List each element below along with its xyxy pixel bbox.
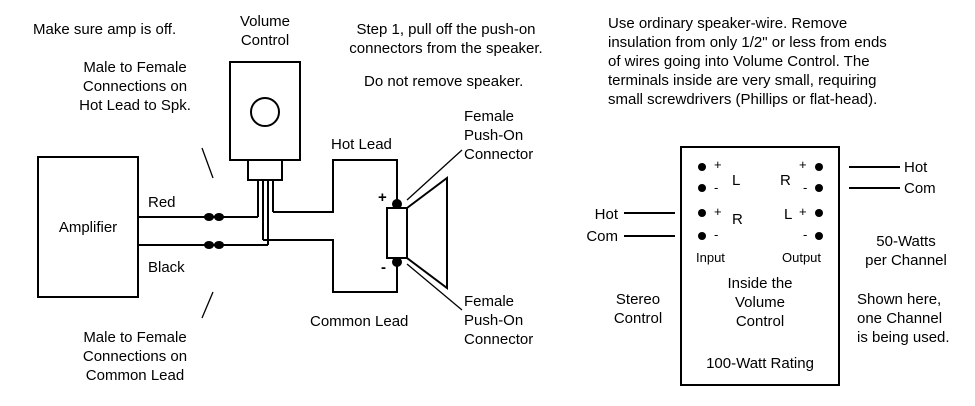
female-connector-bottom-label: Female Push-On Connector: [464, 293, 534, 348]
input-channel-L-label: L: [732, 172, 741, 189]
step1-note: Step 1, pull off the push-on connectors …: [349, 21, 543, 57]
amplifier-box: [37, 156, 139, 298]
output-R-minus-terminal: [815, 184, 823, 192]
speaker-terminal-minus: [392, 257, 402, 267]
hot-lead-wire: [273, 159, 398, 213]
speaker-terminal-plus: [392, 199, 402, 209]
callout-female-bottom: [406, 263, 463, 311]
speaker-minus-sign: -: [381, 259, 386, 276]
callout-common-connection: [201, 291, 214, 319]
male-female-hot-note: Male to Female Connections on Hot Lead t…: [79, 59, 191, 114]
input-R-minus-terminal: [698, 232, 706, 240]
male-female-common-note: Male to Female Connections on Common Lea…: [82, 329, 188, 384]
callout-female-top: [406, 149, 463, 201]
input-L-plus-sign: +: [714, 157, 722, 172]
watts-per-channel-note: 50-Watts per Channel: [865, 233, 947, 269]
output-label: Output: [782, 250, 822, 265]
output-hot-label: Hot: [904, 159, 928, 176]
hot-lead-label: Hot Lead: [331, 136, 392, 153]
inside-volume-control-label: Inside the Volume Control: [727, 275, 793, 330]
output-L-minus-terminal: [815, 232, 823, 240]
volume-control-shaft: [247, 159, 283, 181]
wiring-instructions: Use ordinary speaker-wire. Remove insula…: [608, 15, 887, 108]
input-L-minus-sign: -: [714, 180, 719, 195]
input-L-minus-terminal: [698, 184, 706, 192]
input-R-plus-terminal: [698, 209, 706, 217]
amp-off-note: Make sure amp is off.: [33, 21, 177, 38]
amplifier-label: Amplifier: [58, 219, 118, 236]
red-wire-label: Red: [148, 194, 176, 211]
input-L-plus-terminal: [698, 163, 706, 171]
input-hot-label: Hot: [594, 206, 618, 223]
black-connector-left: [204, 241, 214, 249]
output-com-label: Com: [904, 180, 936, 197]
output-R-plus-terminal: [815, 163, 823, 171]
black-connector-right: [214, 241, 224, 249]
output-R-minus-sign: -: [803, 180, 808, 195]
speaker-plus-sign: +: [378, 189, 387, 206]
female-connector-top-label: Female Push-On Connector: [464, 108, 534, 163]
do-not-remove-note: Do not remove speaker.: [364, 73, 524, 90]
input-R-minus-sign: -: [714, 227, 719, 242]
black-wire-label: Black: [148, 259, 185, 276]
output-channel-R-label: R: [780, 172, 791, 189]
output-R-plus-sign: +: [799, 157, 807, 172]
volume-control-box: [229, 61, 301, 161]
speaker-magnet: [386, 207, 408, 259]
rating-label: 100-Watt Rating: [706, 355, 814, 372]
input-label: Input: [696, 250, 725, 265]
red-connector-right: [214, 213, 224, 221]
one-channel-note: Shown here, one Channel is being used.: [857, 291, 950, 346]
input-R-plus-sign: +: [714, 204, 722, 219]
red-connector-left: [204, 213, 214, 221]
common-lead-wire: [263, 239, 398, 293]
common-lead-label: Common Lead: [310, 313, 409, 330]
input-com-label: Com: [586, 228, 618, 245]
inside-volume-control-box: [680, 146, 840, 386]
input-channel-R-label: R: [732, 211, 743, 228]
volume-knob: [250, 97, 280, 127]
output-channel-L-label: L: [784, 206, 793, 223]
speaker-cone: [406, 176, 448, 290]
volume-control-label: Volume Control: [239, 13, 291, 49]
output-L-plus-terminal: [815, 209, 823, 217]
stereo-control-label: Stereo Control: [613, 291, 663, 327]
output-L-plus-sign: +: [799, 204, 807, 219]
output-L-minus-sign: -: [803, 227, 808, 242]
callout-hot-connection: [201, 147, 214, 179]
